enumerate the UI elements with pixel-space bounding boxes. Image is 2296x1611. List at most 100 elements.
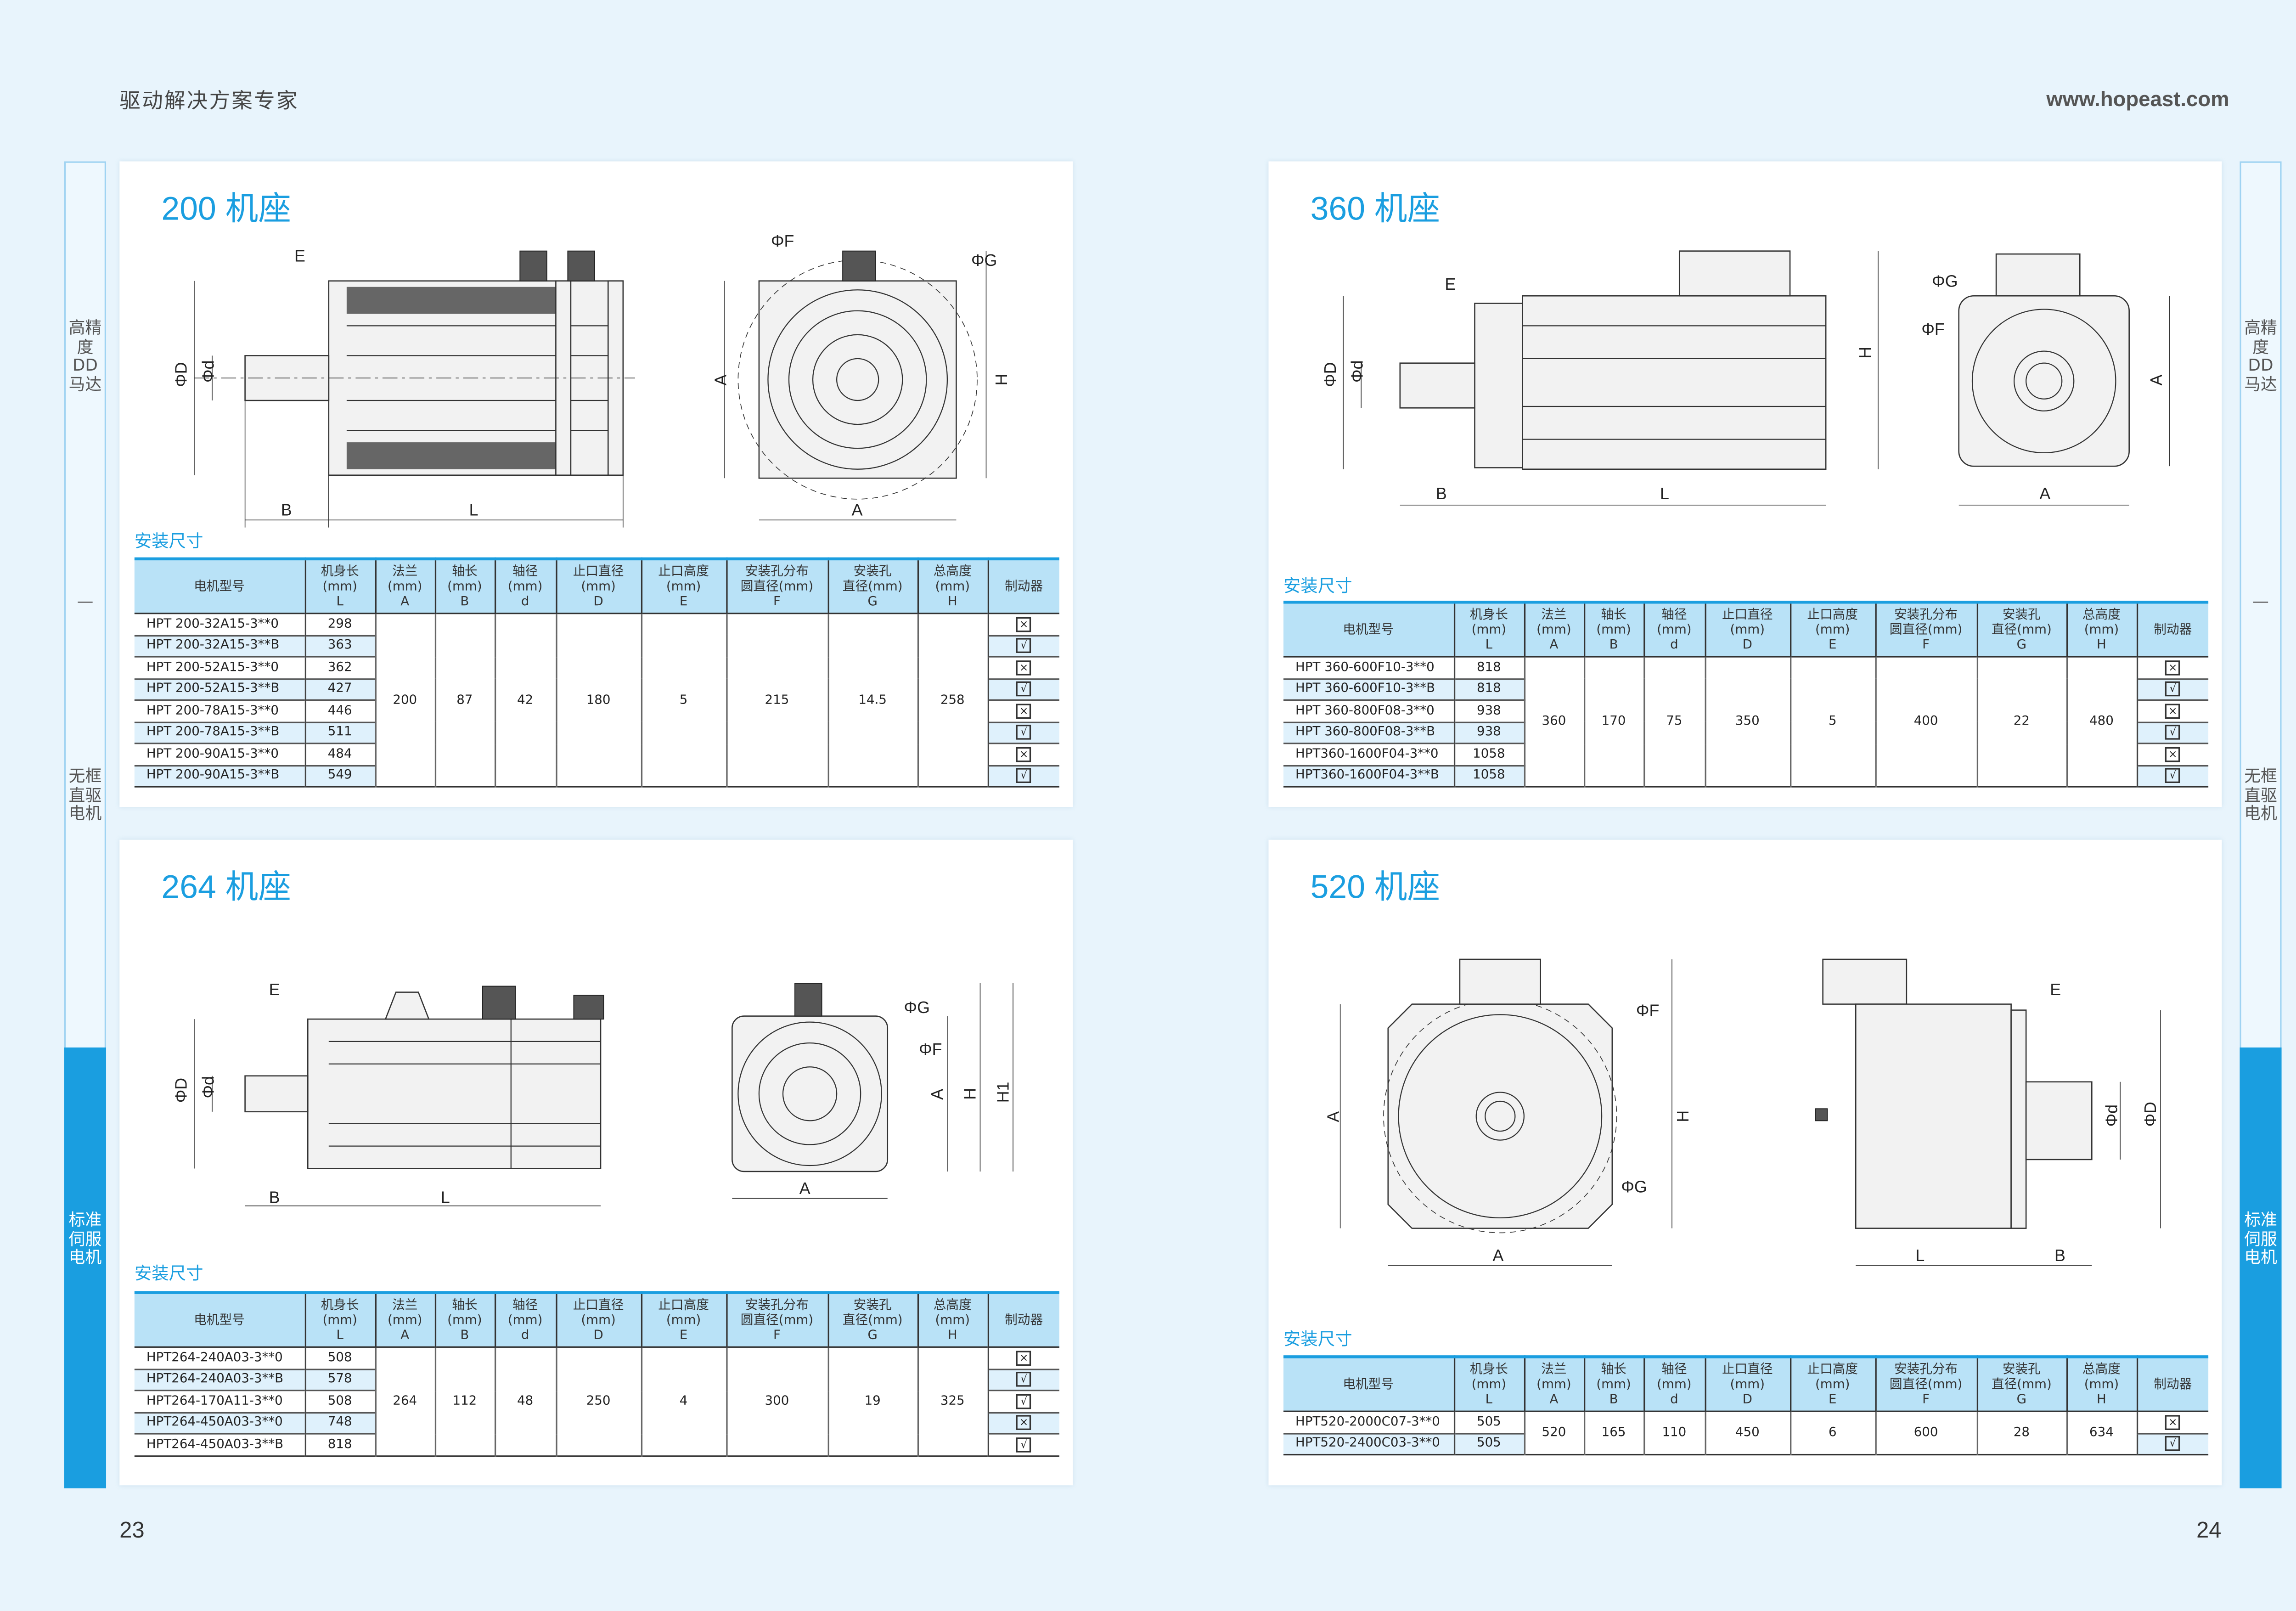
svg-text:H: H	[1856, 347, 1874, 359]
model-cell: HPT 200-32A15-3**B	[134, 635, 305, 657]
check-icon: √	[2165, 682, 2181, 697]
check-icon: √	[2165, 725, 2181, 740]
column-header: 安装孔分布圆直径(mm)F	[1874, 602, 1977, 657]
dimension-E-cell: 4	[640, 1347, 726, 1456]
dimension-F-cell: 300	[725, 1347, 828, 1456]
dimension-B-cell: 165	[1583, 1411, 1644, 1455]
section-360: 360 机座 ΦD Φd E B L H	[1268, 161, 2222, 807]
check-icon: √	[2165, 768, 2181, 783]
column-header: 机身长(mm)L	[1453, 602, 1524, 657]
front-view: A A ΦF ΦG H	[711, 232, 1011, 521]
column-header: 轴长(mm)B	[434, 558, 495, 614]
column-header: 止口高度(mm)E	[640, 1292, 726, 1347]
side-nav-item-dd[interactable]: 高精度DD马达	[68, 318, 102, 394]
brake-cell: √	[987, 765, 1059, 787]
column-header: 安装孔直径(mm)G	[827, 558, 917, 614]
column-header: 法兰(mm)A	[374, 558, 435, 614]
column-header: 电机型号	[134, 1292, 305, 1347]
side-nav-item-frameless[interactable]: 无框直驱电机	[2244, 766, 2277, 823]
svg-text:B: B	[281, 501, 292, 519]
side-view: ΦD Φd E B L	[172, 980, 604, 1206]
check-icon: √	[1016, 1372, 1031, 1387]
model-cell: HPT 360-800F08-3**B	[1283, 721, 1454, 744]
column-header: 制动器	[2136, 1357, 2209, 1412]
length-cell: 1058	[1453, 765, 1524, 787]
svg-text:ΦF: ΦF	[1921, 320, 1944, 338]
column-header: 止口直径(mm)D	[555, 1292, 641, 1347]
brake-cell: √	[987, 635, 1059, 657]
brake-cell: √	[2136, 765, 2209, 787]
svg-text:B: B	[1436, 484, 1447, 503]
model-cell: HPT 200-52A15-3**B	[134, 678, 305, 700]
dimension-H-cell: 634	[2065, 1411, 2137, 1455]
svg-text:ΦG: ΦG	[904, 998, 930, 1017]
section-title: 200 机座	[161, 190, 291, 227]
length-cell: 549	[304, 765, 375, 787]
brake-cell: √	[2136, 678, 2209, 700]
svg-text:B: B	[2054, 1246, 2065, 1265]
column-header: 安装孔直径(mm)G	[1976, 602, 2067, 657]
dimension-G-cell: 22	[1976, 657, 2067, 787]
svg-text:E: E	[1445, 275, 1456, 293]
column-header: 止口高度(mm)E	[1789, 602, 1875, 657]
dimension-D-cell: 450	[1704, 1411, 1790, 1455]
dimension-E-cell: 6	[1789, 1411, 1875, 1455]
length-cell: 505	[1453, 1411, 1524, 1433]
svg-text:L: L	[469, 501, 478, 519]
length-cell: 938	[1453, 700, 1524, 722]
check-icon: √	[1016, 1437, 1031, 1452]
brake-cell: √	[2136, 721, 2209, 744]
side-nav-left: 高精度DD马达 — 无框直驱电机 标准伺服电机	[64, 161, 107, 1488]
cross-icon: ×	[1016, 703, 1031, 719]
side-nav-item-servo[interactable]: 标准伺服电机	[64, 1047, 107, 1488]
side-nav-right: 高精度DD马达 — 无框直驱电机 标准伺服电机	[2240, 161, 2282, 1488]
column-header: 总高度(mm)H	[2065, 1357, 2137, 1412]
dimension-F-cell: 215	[725, 613, 828, 787]
side-nav-item-frameless[interactable]: 无框直驱电机	[68, 766, 102, 823]
model-cell: HPT 360-800F08-3**0	[1295, 703, 1435, 719]
side-view: L B E Φd ΦD	[1815, 958, 2161, 1266]
column-header: 电机型号	[1283, 602, 1454, 657]
dimension-F-cell: 600	[1874, 1411, 1977, 1455]
install-dimensions-label: 安装尺寸	[1283, 1328, 1352, 1350]
check-icon: √	[1016, 1393, 1031, 1409]
svg-text:Φd: Φd	[1348, 361, 1366, 383]
section-520: 520 机座 A A H ΦF ΦG L B	[1268, 839, 2222, 1486]
length-cell: 484	[304, 743, 375, 765]
length-cell: 818	[1453, 678, 1524, 700]
svg-text:Φd: Φd	[199, 361, 217, 383]
side-nav-item-dd[interactable]: 高精度DD马达	[2244, 318, 2277, 394]
svg-text:A: A	[928, 1089, 946, 1100]
side-nav-item-servo[interactable]: 标准伺服电机	[2240, 1047, 2282, 1488]
length-cell: 578	[304, 1369, 375, 1391]
model-cell: HPT 360-600F10-3**0	[1295, 660, 1435, 675]
dimension-B-cell: 170	[1583, 657, 1644, 787]
cross-icon: ×	[1016, 747, 1031, 762]
model-cell: HPT360-1600F04-3**B	[1283, 765, 1454, 787]
install-dimensions-label: 安装尺寸	[134, 1262, 203, 1284]
svg-text:ΦF: ΦF	[919, 1040, 942, 1059]
svg-text:A: A	[1324, 1111, 1342, 1122]
svg-text:ΦG: ΦG	[971, 251, 997, 270]
dimension-D-cell: 180	[555, 613, 641, 787]
model-cell: HPT264-450A03-3**0	[134, 1412, 305, 1434]
dimension-G-cell: 28	[1976, 1411, 2067, 1455]
dimension-A-cell: 360	[1523, 657, 1584, 787]
dimension-D-cell: 350	[1704, 657, 1790, 787]
column-header: 安装孔分布圆直径(mm)F	[725, 1292, 828, 1347]
check-icon: √	[1016, 638, 1031, 653]
dimension-E-cell: 5	[1789, 657, 1875, 787]
dimension-E-cell: 5	[640, 613, 726, 787]
drawing-200: ΦD Φd E B L A A ΦF ΦG H	[172, 232, 1011, 528]
brake-cell: ×	[2136, 700, 2209, 722]
svg-text:A: A	[852, 501, 863, 519]
